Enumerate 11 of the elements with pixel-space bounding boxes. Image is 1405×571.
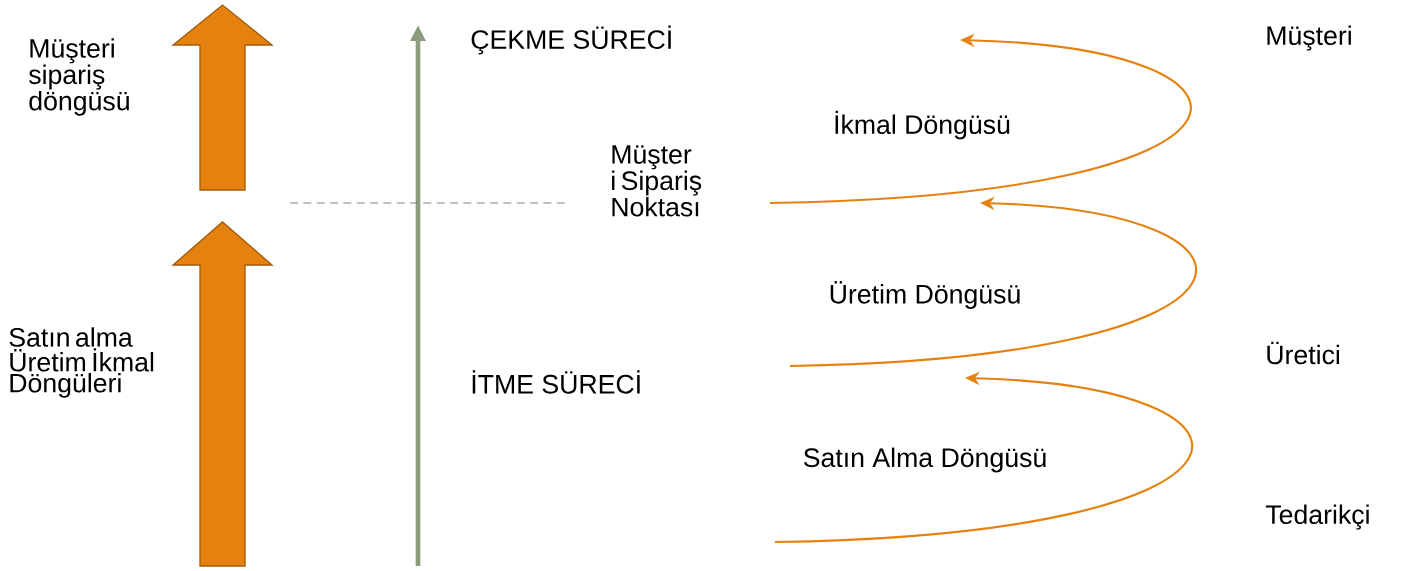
cycle-label: Satın Alma Döngüsü xyxy=(803,447,1046,473)
tier-label: Müşteri xyxy=(1267,25,1351,51)
cycle-label: İkmal Döngüsü xyxy=(835,110,1010,140)
process-label: ÇEKME SÜRECİ xyxy=(471,25,671,55)
process-label: İTME SÜRECİ xyxy=(472,370,640,394)
side-label: Müşteri sipariş döngüsü xyxy=(29,38,129,116)
cycle-label: Üretim Döngüsü xyxy=(830,281,1020,309)
tier-label: Tedarikçi xyxy=(1265,504,1369,530)
tier-label: Üretici xyxy=(1267,341,1340,365)
point-label: Müşter i Sipariş Noktası xyxy=(612,145,702,217)
side-label: Satın alma Üretim İkmal Döngüleri xyxy=(9,327,154,398)
